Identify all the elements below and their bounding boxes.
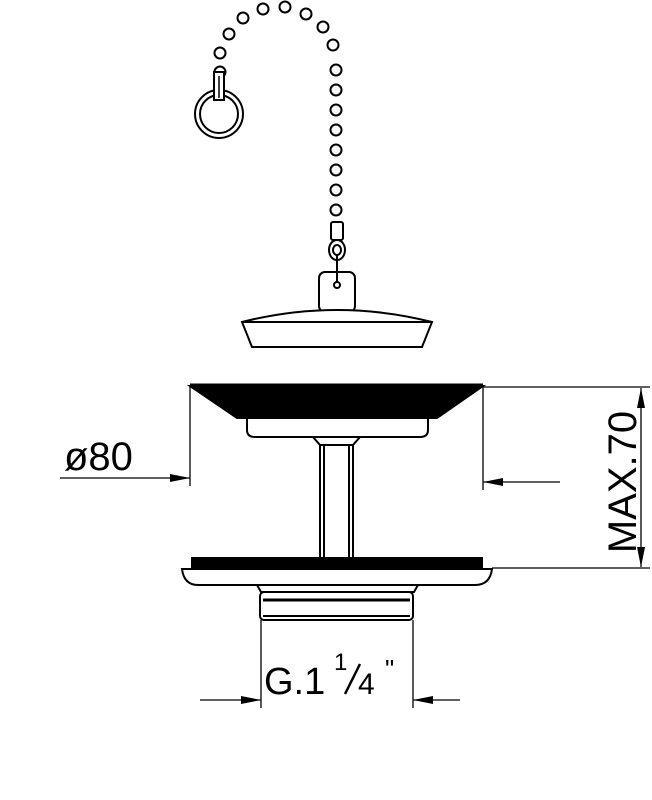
height-label: MAX.70 [601,411,645,553]
chain-bead [222,27,236,41]
rubber-plug [240,221,434,348]
thread-numerator: 1 [334,649,347,676]
chain-bead [326,38,340,52]
chain-bead [316,20,330,34]
chain-bead [278,0,292,14]
fraction-slash [343,663,362,695]
pull-ring-icon [194,71,244,139]
chain-bead [329,123,343,137]
chain-bead [329,183,343,197]
thread-denominator: 4 [358,668,375,701]
thread-label-prefix: G.1 [264,661,325,703]
chain-bead [329,143,343,157]
chain-bead [236,11,250,25]
dimension-lines [60,385,650,708]
chain-bead [299,7,313,21]
thread-inch-mark: " [385,654,394,684]
chain-bead [329,163,343,177]
bead-chain [213,0,343,217]
chain-bead [329,63,343,77]
chain-bead [329,83,343,97]
chain-bead [329,103,343,117]
thread-label: G.1 1 4 " [264,649,394,703]
waste-valve-body [180,383,494,621]
diameter-label: ø80 [64,435,133,479]
chain-bead [329,203,343,217]
chain-bead [256,2,270,16]
chain-bead [213,46,227,60]
